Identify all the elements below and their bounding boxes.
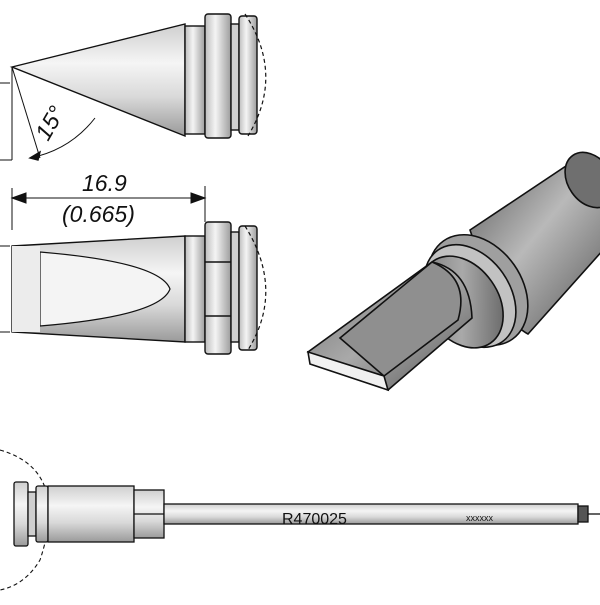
mid-collar-3 [238,225,258,351]
dim-arrow-left [10,192,27,204]
iso-shaft-end [564,151,600,209]
dim-arrow-right [190,192,207,204]
mid-collar-1 [184,235,206,343]
angle-edge-line [11,66,41,159]
bottom-shaft [163,503,579,525]
serial-placeholder-label: xxxxxx [466,513,494,523]
angle-label: 15° [30,101,70,144]
top-view-middle [0,221,267,355]
mid-collar-2 [204,221,232,355]
bottom-tip-band [577,505,589,523]
isometric-view [306,151,600,392]
mid-collar-groove [230,231,240,343]
chisel-flat-face [39,251,171,327]
part-number-label: R470025 [282,511,347,528]
collar-ring-3 [238,15,258,135]
bottom-ring-2 [27,491,37,537]
collar-groove [230,23,240,131]
mid-section-cut-arc [244,225,267,351]
collar-ring-1 [184,25,206,135]
iso-blade-face [338,261,462,378]
bottom-handle-body [47,485,135,543]
length-mm-label: 16.9 [82,170,127,196]
iso-blade-edge [306,350,390,392]
bottom-ring-3 [35,485,49,543]
full-length-view [0,449,600,591]
chisel-tip-face [12,246,40,332]
angle-arrow [28,150,42,161]
collar-ring-2 [204,13,232,139]
bottom-ring-1 [13,481,29,547]
length-in-label: (0.665) [62,201,135,227]
side-view-top [0,13,267,161]
length-dimension [10,186,207,230]
section-cut-arc [244,13,267,137]
